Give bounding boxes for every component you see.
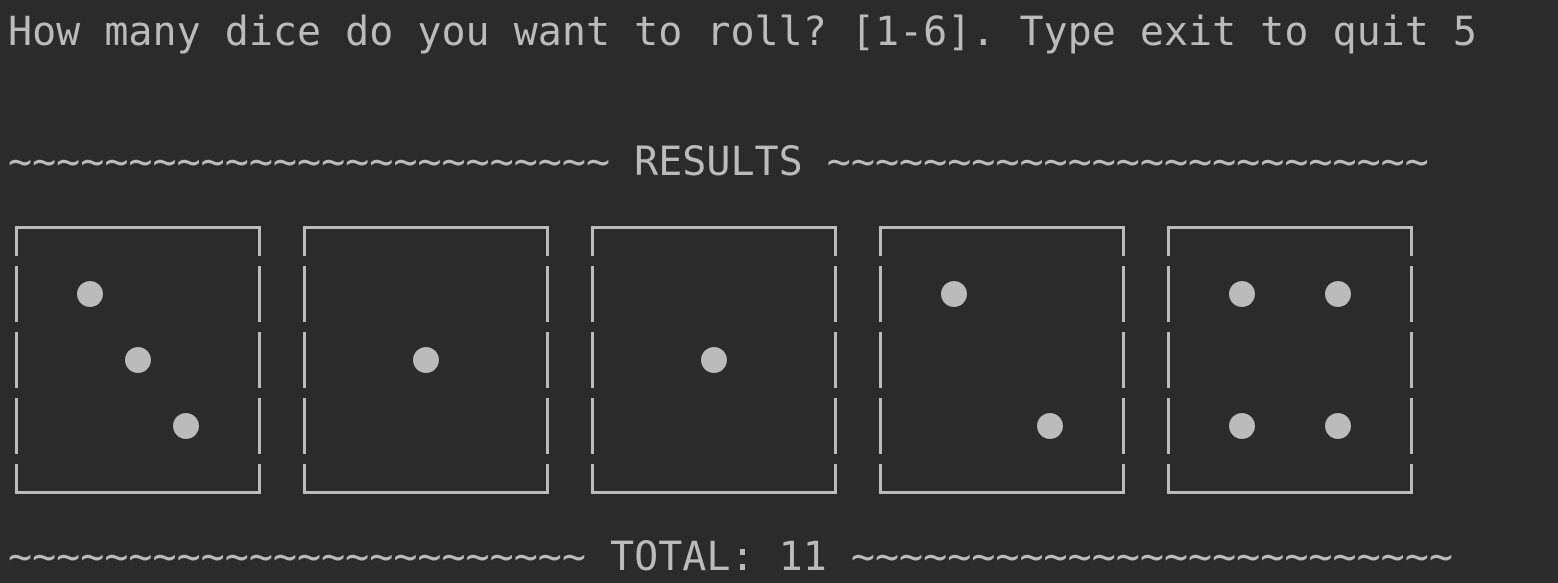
die-frame xyxy=(1167,226,1413,494)
die-pip xyxy=(173,413,199,439)
die-pip xyxy=(1229,281,1255,307)
die-pip xyxy=(1325,281,1351,307)
die-pip xyxy=(1229,413,1255,439)
die-frame xyxy=(591,226,837,494)
die-5 xyxy=(1167,226,1413,494)
results-header: ~~~~~~~~~~~~~~~~~~~~~~~~~ RESULTS ~~~~~~… xyxy=(8,139,1429,185)
prompt-line: How many dice do you want to roll? [1-6]… xyxy=(8,6,1477,58)
die-frame xyxy=(879,226,1125,494)
die-pip xyxy=(125,347,151,373)
die-pip xyxy=(77,281,103,307)
die-pip xyxy=(941,281,967,307)
die-pip xyxy=(1037,413,1063,439)
die-4 xyxy=(879,226,1125,494)
total-footer: ~~~~~~~~~~~~~~~~~~~~~~~~ TOTAL: 11 ~~~~~… xyxy=(8,534,1453,580)
die-pip xyxy=(1325,413,1351,439)
prompt-input[interactable]: 5 xyxy=(1452,9,1478,55)
die-frame xyxy=(15,226,261,494)
die-frame xyxy=(303,226,549,494)
prompt-text: How many dice do you want to roll? [1-6]… xyxy=(8,9,1453,55)
die-pip xyxy=(413,347,439,373)
die-2 xyxy=(303,226,549,494)
die-1 xyxy=(15,226,261,494)
die-3 xyxy=(591,226,837,494)
dice-row xyxy=(15,226,1435,496)
die-pip xyxy=(701,347,727,373)
